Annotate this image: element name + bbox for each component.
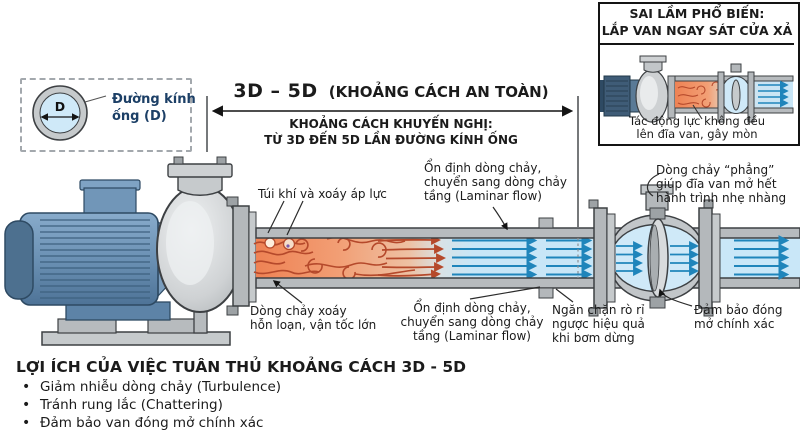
label-laminar-bottom: Ổn định dòng chảy, chuyển sang dòng chảy… [400,301,544,344]
flange-bolt [226,196,239,207]
pipe-cross-section-bore [39,92,81,134]
dimension-lines [206,96,579,278]
volute-highlight [166,201,214,285]
flange-stud [216,156,227,165]
mini-valve-flange-right [747,71,755,123]
leader-laminar-bottom [469,286,541,300]
label-leak-prevention: Ngăn chặn rò rỉ ngược hiệu quả khi bơm d… [552,303,645,346]
benefit-item: • Giảm nhiễu dòng chảy (Turbulence) [22,379,281,395]
leader-diameter [84,95,107,103]
suction-nozzle [177,175,223,196]
common-mistake-inset-box [598,2,800,146]
mini-motor-fins [606,80,628,112]
bullet-icon: • [22,379,31,395]
mini-caption-leader [692,104,703,120]
mini-valve-flange-left [717,71,725,123]
benefit-item: • Đảm bảo van đóng mở chính xác [22,415,263,431]
motor-cooling-fins [40,219,150,299]
mini-motor-cap [600,80,605,112]
laminar-arrows [452,235,593,280]
discharge-flange [232,205,250,307]
label-air-pocket: Túi khí và xoáy áp lực [258,187,387,201]
leader-accurate [658,288,693,307]
leader-air-pocket-1 [267,200,285,234]
pump-foot [57,318,117,334]
inset-artwork [600,55,794,123]
disc-hinge-top [649,207,666,220]
mini-suction-flange [639,55,667,63]
straightening-arrows [377,235,446,280]
pump-illustration [4,156,257,346]
distance-range: 3D – 5D [233,80,318,102]
leader-flat-flow [646,173,660,197]
pipe-joint-tab [538,287,554,299]
discharge-collar [248,211,257,303]
mini-volute-highlight [640,76,658,110]
motor-body [19,212,159,306]
vortex-core [286,244,290,248]
pipe-joint-tab [538,217,554,229]
air-bubble [264,237,276,249]
benefits-heading: LỢI ÍCH CỦA VIỆC TUÂN THỦ KHOẢNG CÁCH 3D… [16,358,467,376]
leader-lines [267,173,693,307]
valve-flow-arrows [616,241,699,276]
safety-distance-title: 3D – 5D (KHOẢNG CÁCH AN TOÀN) [205,80,577,102]
mini-flow-arrows [758,80,789,108]
check-valve [588,184,790,317]
mini-valve-bonnet [730,63,742,73]
terminal-box [83,187,137,217]
pipe-wall-top [255,227,800,239]
recommended-distance-note: KHOẢNG CÁCH KHUYẾN NGHỊ: TỪ 3D ĐẾN 5D LẦ… [264,117,518,147]
pump-baseplate [41,331,231,346]
suction-flange [167,163,233,178]
flange-stud [173,156,184,165]
label-accurate-closing: Đảm bảo đóng mở chính xác [694,303,783,332]
pipe-diameter-legend-art: D [32,85,107,141]
valve-flange-left [593,207,608,309]
valve-bolt [588,199,599,209]
air-bubble [282,237,296,251]
leader-air-pocket-2 [286,200,304,236]
pipe-diameter-label: Đường kính ống (D) [112,92,196,124]
diameter-symbol: D [55,99,65,114]
bullet-icon: • [22,397,31,413]
leader-laminar-top [492,206,508,231]
mini-discharge-flange [667,75,676,119]
pipe-wall-bottom [255,277,800,289]
inset-caption: Tác động lực không đều lên đĩa van, gây … [628,114,766,142]
inset-title: SAI LẦM PHỔ BIẾN: LẮP VAN NGAY SÁT CỬA X… [600,6,794,45]
label-turbulent-bottom: Dòng chảy xoáy hỗn loạn, vận tốc lớn [250,304,377,333]
benefit-text: Giảm nhiễu dòng chảy (Turbulence) [40,379,282,395]
motor-end-cap [4,220,34,300]
valve-collar-right [711,213,721,303]
distance-range-note: (KHOẢNG CÁCH AN TOÀN) [328,83,549,101]
disc-hinge-bottom [649,296,666,309]
mini-suction-nozzle [643,61,663,73]
valve-collar-left [606,213,616,303]
valve-flange-right [698,207,713,309]
benefit-item: • Tránh rung lắc (Chattering) [22,397,223,413]
benefit-text: Tránh rung lắc (Chattering) [40,397,223,413]
benefit-text: Đảm bảo van đóng mở chính xác [40,415,264,431]
bullet-icon: • [22,415,31,431]
label-laminar-top: Ổn định dòng chảy, chuyển sang dòng chảy… [424,161,568,204]
valve-disc-inner [649,224,660,292]
mini-valve-disc [731,79,741,111]
leader-leak [555,288,574,303]
downstream-arrows [734,235,790,280]
flange-bolt [226,305,239,316]
leader-turbulent-bottom [272,280,303,304]
label-flat-flow: Dòng chảy “phẳng” giúp đĩa van mở hết hà… [656,163,787,206]
